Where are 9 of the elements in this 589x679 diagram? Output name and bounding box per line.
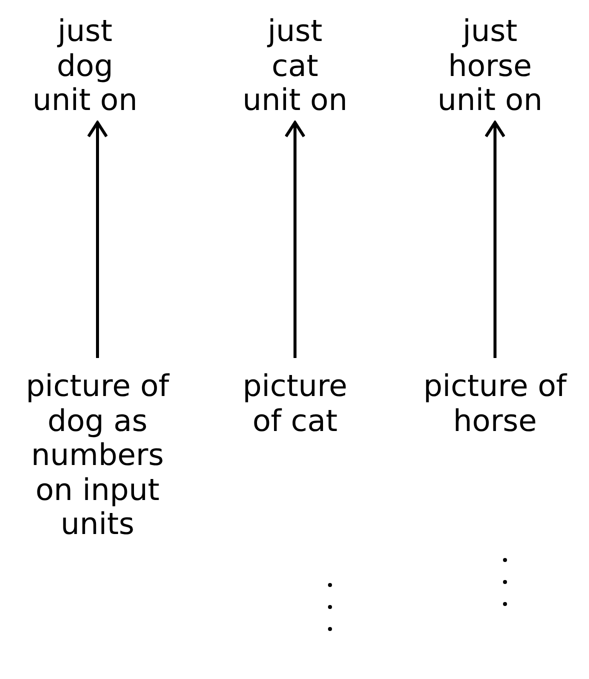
handwritten-text: just cat unit on [241,15,349,118]
arrow [284,121,306,358]
arrow [484,121,506,358]
handwritten-text: picture of horse [422,370,568,439]
arrow [87,121,108,358]
handwritten-text: just horse unit on [436,15,544,118]
handwritten-text: just dog unit on [31,15,139,118]
handwritten-text: picture of cat [242,370,348,439]
handwritten-text: picture of dog as numbers on input units [24,370,171,542]
